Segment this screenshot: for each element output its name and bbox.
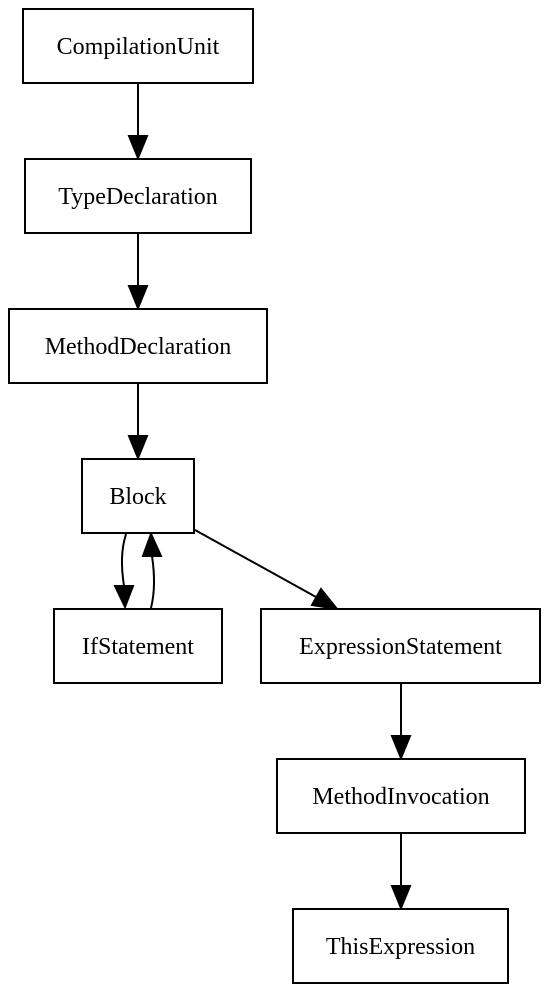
node-label: IfStatement [82,634,194,660]
node-label: CompilationUnit [57,34,220,60]
edge-type-declaration-to-method-declaration [127,234,149,311]
node-method-declaration: MethodDeclaration [8,308,268,384]
edge-method-declaration-to-block [127,384,149,461]
edge-block-to-expression-statement [194,529,340,611]
edge-block-to-if-statement [113,533,135,610]
node-compilation-unit: CompilationUnit [22,8,254,84]
node-label: MethodInvocation [312,784,489,810]
edge-if-statement-to-block [141,531,163,609]
edge-compilation-unit-to-type-declaration [127,84,149,161]
node-label: MethodDeclaration [45,334,232,360]
nodes: CompilationUnit TypeDeclaration MethodDe… [8,8,541,984]
node-label: ThisExpression [326,934,475,960]
node-label: TypeDeclaration [58,184,218,210]
node-expression-statement: ExpressionStatement [260,608,541,684]
edge-expression-statement-to-method-invocation [390,684,412,761]
node-type-declaration: TypeDeclaration [24,158,252,234]
node-if-statement: IfStatement [53,608,223,684]
node-this-expression: ThisExpression [292,908,509,984]
node-label: ExpressionStatement [299,634,502,660]
edges [113,84,412,911]
node-label: Block [109,484,166,510]
edge-method-invocation-to-this-expression [390,834,412,911]
node-method-invocation: MethodInvocation [276,758,526,834]
node-block: Block [81,458,195,534]
